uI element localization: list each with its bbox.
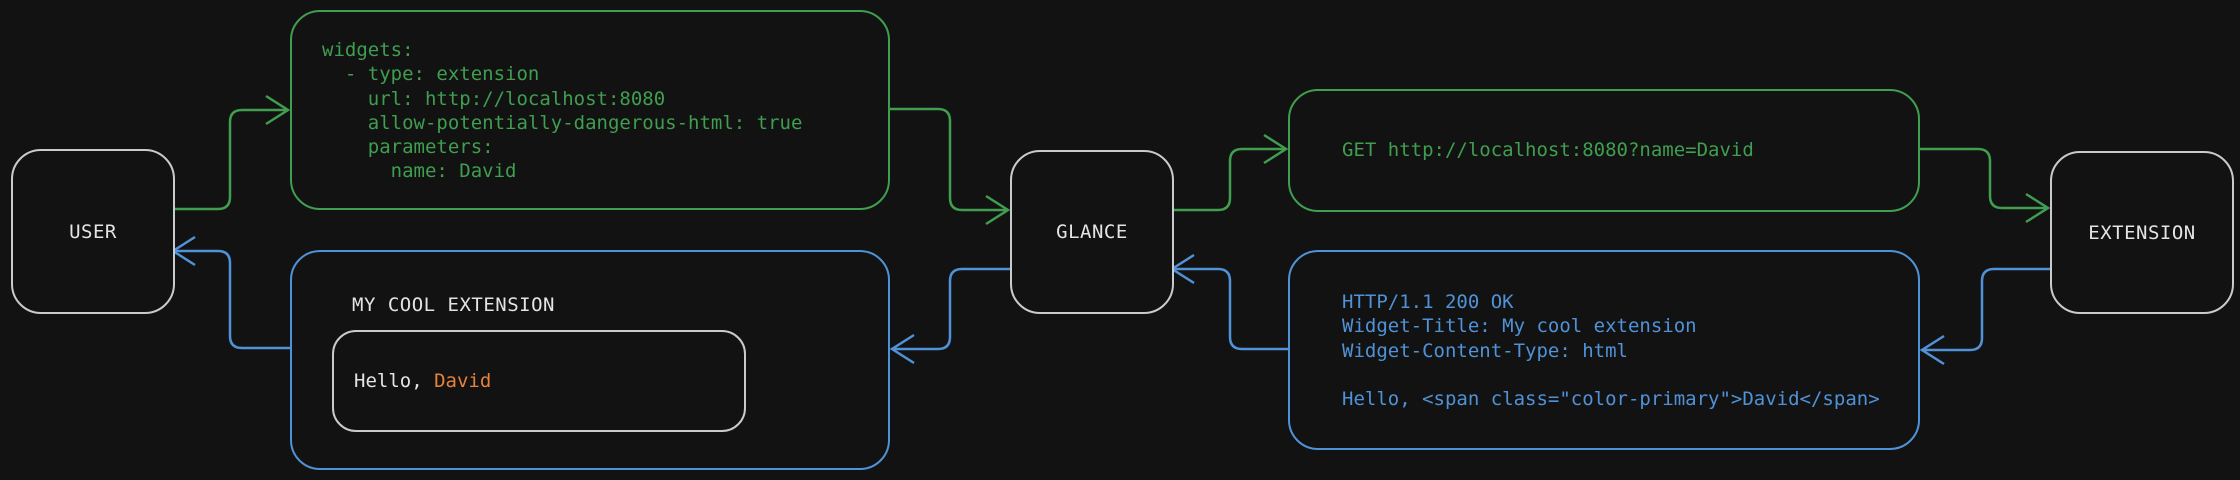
http-request-code: GET http://localhost:8080?name=David	[1342, 139, 1754, 162]
arrow-glance-to-widget	[889, 267, 1010, 365]
widget-preview-title: MY COOL EXTENSION	[352, 294, 555, 316]
node-extension-label: EXTENSION	[2088, 221, 2196, 244]
widget-inner-box: Hello, David	[332, 330, 746, 432]
http-response-code: HTTP/1.1 200 OK Widget-Title: My cool ex…	[1342, 291, 1880, 411]
arrow-extension-to-response	[1919, 267, 2050, 366]
greeting-prefix: Hello,	[354, 370, 435, 392]
node-glance: GLANCE	[1010, 150, 1174, 314]
arrow-request-to-extension	[1920, 147, 2051, 224]
widget-greeting: Hello, David	[354, 369, 491, 393]
config-yaml-code: widgets: - type: extension url: http://l…	[322, 39, 803, 183]
node-extension: EXTENSION	[2050, 151, 2234, 314]
greeting-name: David	[434, 370, 492, 392]
node-user: USER	[11, 149, 175, 314]
node-user-label: USER	[69, 220, 117, 243]
arrow-config-to-glance	[890, 107, 1011, 226]
http-response-box: HTTP/1.1 200 OK Widget-Title: My cool ex…	[1288, 250, 1920, 450]
arrow-response-to-glance	[1169, 253, 1288, 351]
arrow-user-to-config	[171, 94, 291, 211]
node-glance-label: GLANCE	[1056, 221, 1128, 243]
http-request-box: GET http://localhost:8080?name=David	[1288, 89, 1920, 212]
widget-preview-box: MY COOL EXTENSION Hello, David	[290, 250, 890, 470]
arrow-glance-to-request	[1170, 133, 1289, 212]
arrow-widget-to-user	[170, 235, 290, 350]
config-yaml-box: widgets: - type: extension url: http://l…	[290, 10, 890, 210]
